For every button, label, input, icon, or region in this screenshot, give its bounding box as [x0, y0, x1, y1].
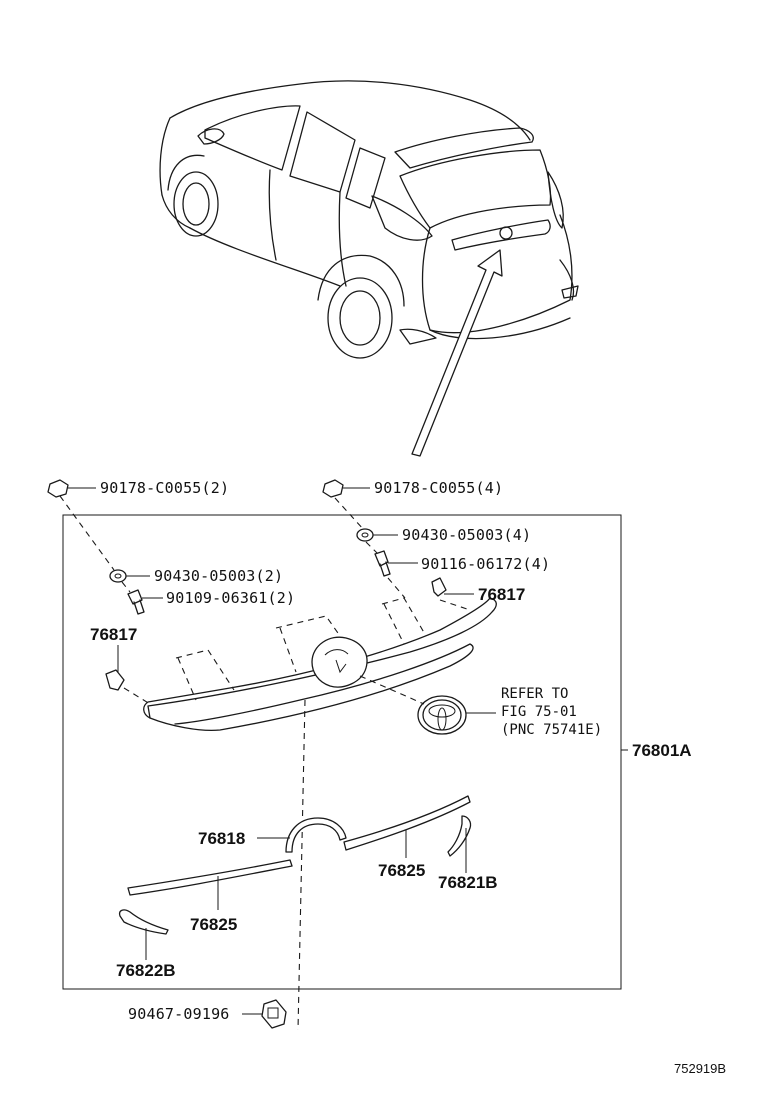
label-clip-right: 76817 [478, 585, 525, 604]
label-corner-right: 76821B [438, 873, 498, 892]
clip-left [105, 645, 151, 705]
washer-icon [356, 528, 374, 542]
label-grommet: 90467-09196 [128, 1005, 230, 1023]
label-bolt-right: 90116-06172(4) [421, 555, 550, 573]
grommet [242, 999, 287, 1029]
clip-right [431, 577, 474, 597]
emblem-ref-line1: REFER TO [501, 686, 568, 702]
strip-right [343, 795, 471, 858]
corner-right [447, 815, 472, 873]
label-clip-left: 76817 [90, 625, 137, 644]
nut-right [322, 479, 370, 531]
nut-icon [322, 479, 344, 498]
label-assembly: 76801A [632, 741, 692, 760]
car-illustration [159, 80, 579, 457]
emblem-ref-line2: FIG 75-01 [501, 704, 577, 720]
back-door-garnish [143, 597, 497, 1031]
grommet-icon [261, 999, 287, 1029]
label-strip-right: 76825 [378, 861, 425, 880]
washer-right [356, 528, 398, 557]
emblem-ref-line3: (PNC 75741E) [501, 722, 602, 738]
washer-left [109, 569, 150, 593]
assembly-frame [62, 514, 622, 990]
strip-left [127, 859, 293, 910]
toyota-emblem [417, 695, 496, 735]
figure-code: 752919B [674, 1061, 726, 1076]
washer-icon [109, 569, 127, 583]
corner-left [118, 909, 169, 960]
arc-molding [257, 817, 347, 853]
bolt-icon [374, 550, 389, 567]
label-nut-left: 90178-C0055(2) [100, 479, 229, 497]
screw-left [127, 589, 163, 615]
clip-icon [105, 669, 125, 691]
bolt-icon [127, 589, 143, 605]
label-nut-right: 90178-C0055(4) [374, 479, 503, 497]
label-arc-molding: 76818 [198, 829, 245, 848]
nut-left [47, 479, 115, 571]
nut-icon [47, 479, 69, 498]
label-washer-right: 90430-05003(4) [402, 526, 531, 544]
label-corner-left: 76822B [116, 961, 176, 980]
label-strip-left: 76825 [190, 915, 237, 934]
toyota-emblem-icon [417, 695, 467, 735]
clip-icon [431, 577, 447, 597]
label-washer-left: 90430-05003(2) [154, 567, 283, 585]
bolt-right [374, 550, 418, 599]
label-screw-left: 90109-06361(2) [166, 589, 295, 607]
